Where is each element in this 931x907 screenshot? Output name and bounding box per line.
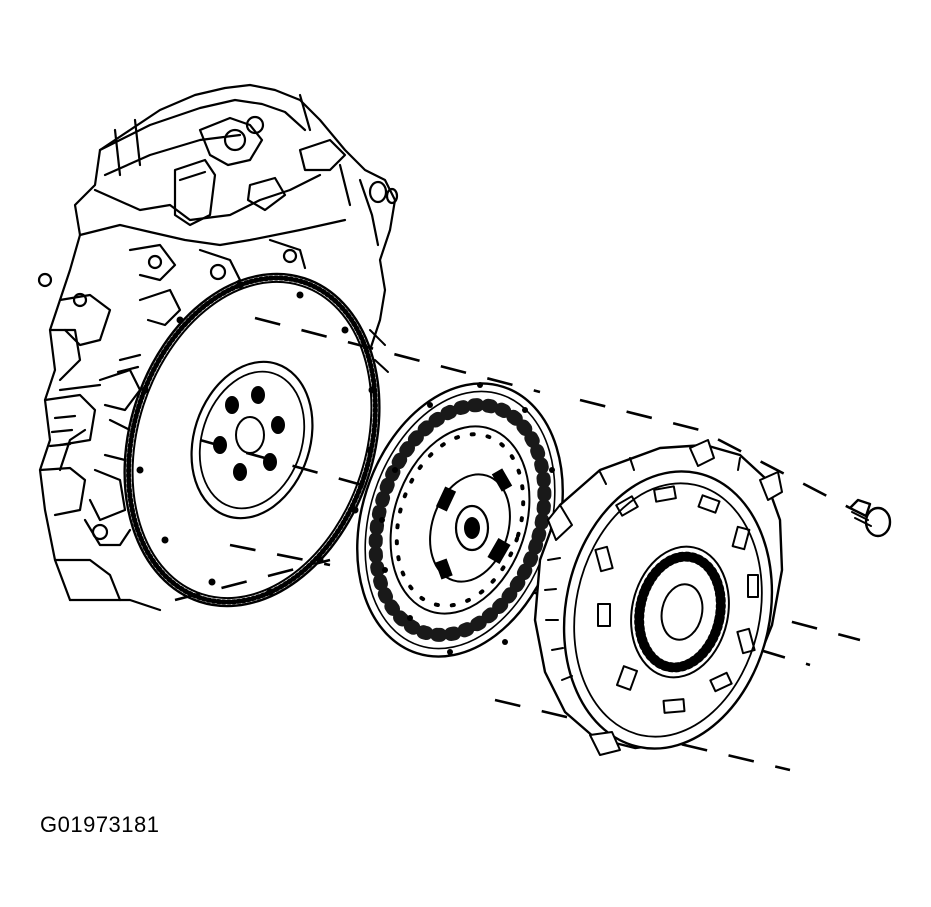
clutch-disc-illustration bbox=[356, 382, 564, 658]
engine-block-illustration bbox=[37, 83, 399, 612]
flywheel-illustration bbox=[123, 272, 389, 608]
pressure-plate-illustration bbox=[533, 439, 784, 756]
figure-id-label: G01973181 bbox=[40, 812, 160, 837]
bolt-illustration bbox=[848, 498, 892, 538]
